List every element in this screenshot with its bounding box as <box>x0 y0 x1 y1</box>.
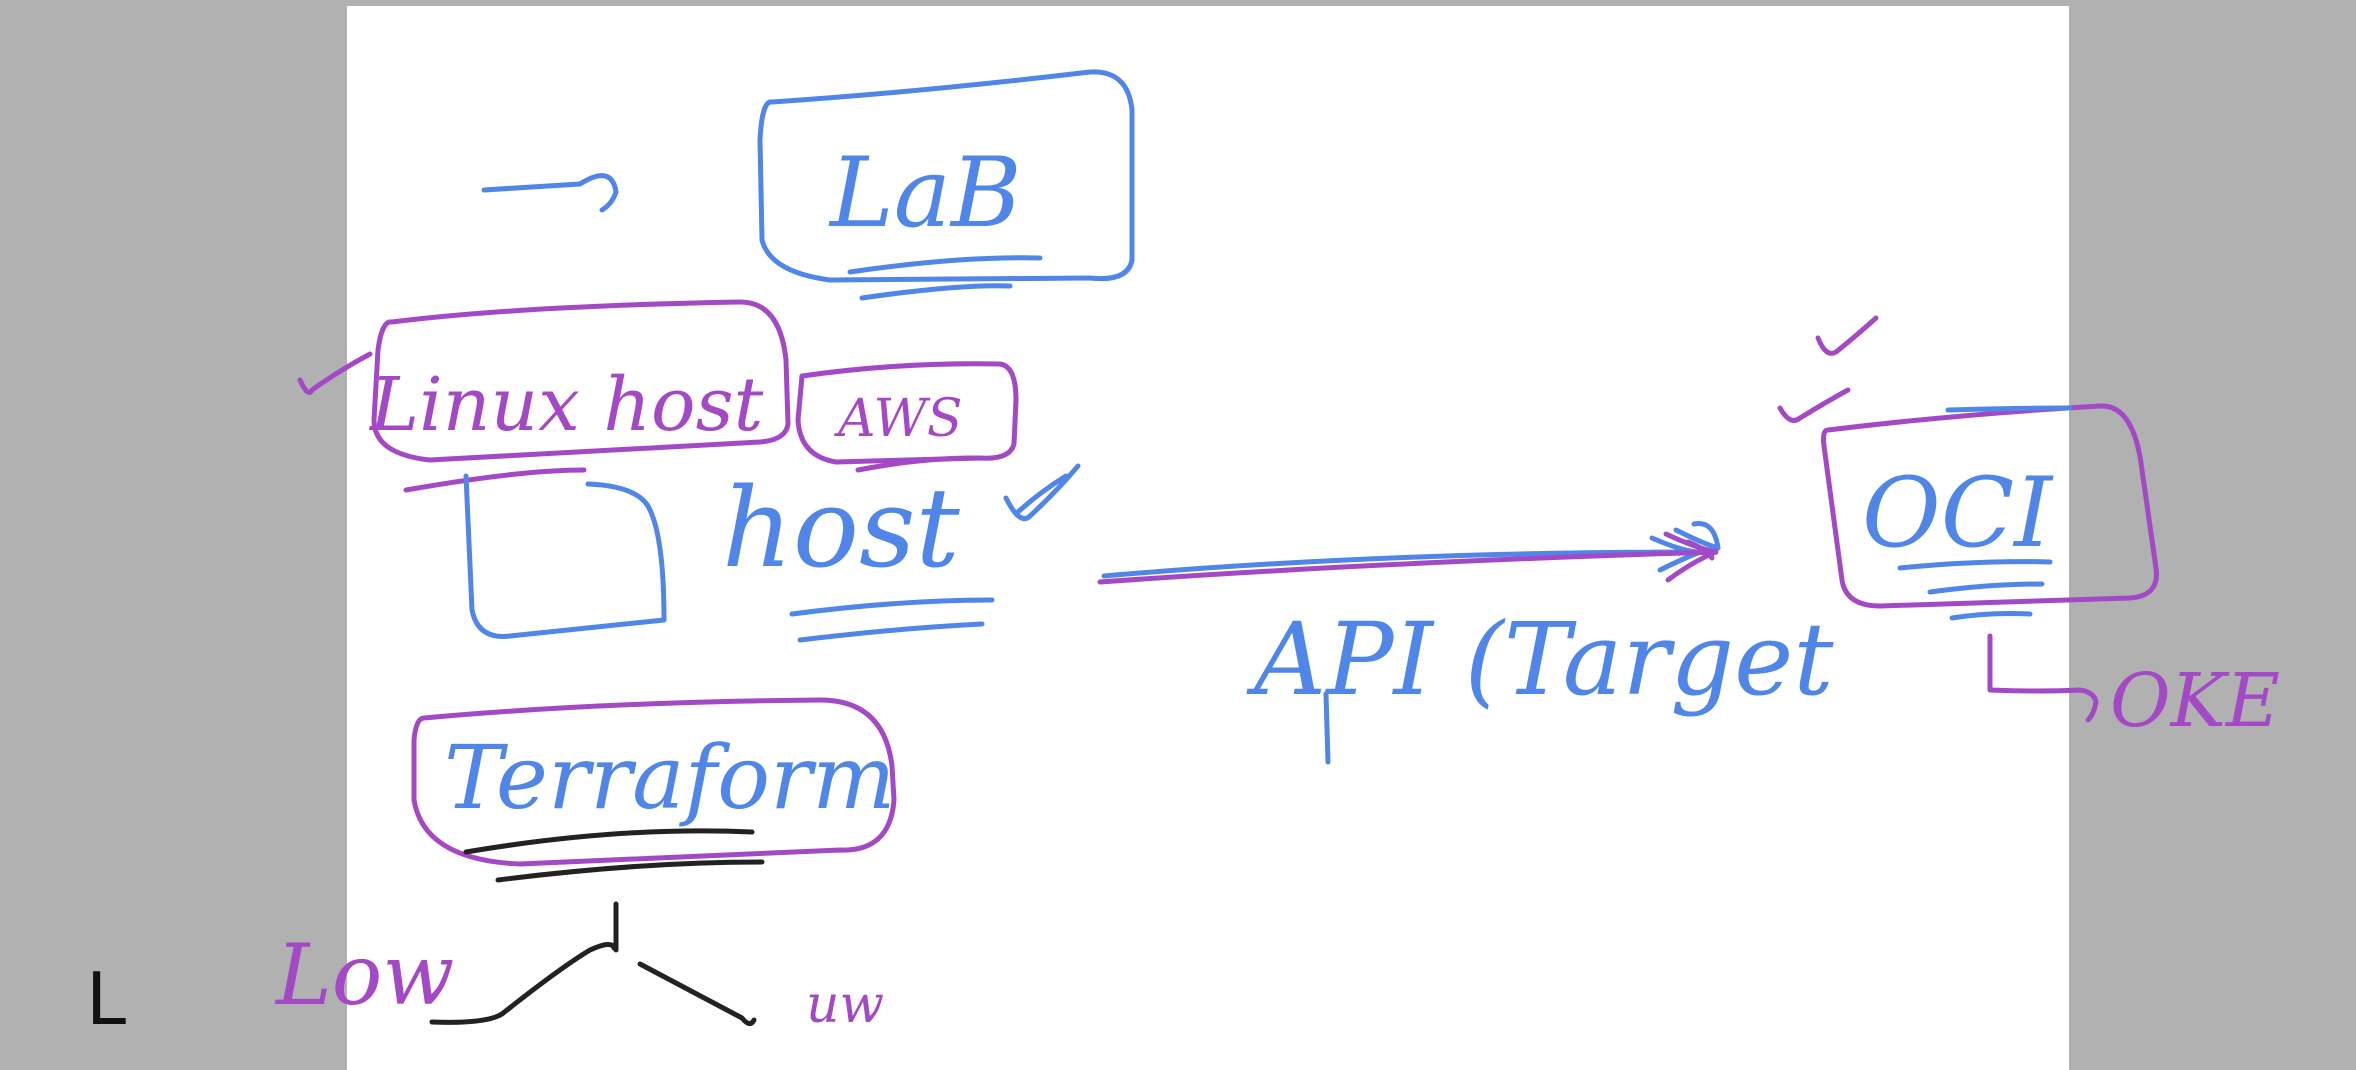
corner-l-mark: L <box>86 957 126 1041</box>
host-square <box>463 473 667 639</box>
linux-host-check <box>297 351 373 395</box>
linux-host-label: Linux host <box>368 362 764 448</box>
terraform-box <box>411 697 897 867</box>
aws-host-check <box>1003 463 1081 522</box>
aws-label: AWS <box>834 389 963 449</box>
api-target-label: API (Target <box>1246 601 1834 718</box>
host-label: host <box>722 464 961 592</box>
terraform-label: Terraform <box>444 726 896 829</box>
host-underline <box>789 597 995 643</box>
linux-host-box <box>371 299 791 463</box>
lab-label: LaB <box>828 137 1022 249</box>
api-tick <box>1323 691 1331 765</box>
terraform-underline <box>463 828 765 883</box>
aws-underline <box>855 455 979 473</box>
pointer-arrow-stroke <box>481 173 619 213</box>
oci-check-upper <box>1815 315 1879 356</box>
api-arrow-blue <box>1101 521 1721 579</box>
oci-label: OCI <box>1862 457 2054 569</box>
up-label: uw <box>806 975 884 1035</box>
oci-check-lower <box>1777 387 1851 423</box>
lab-underline <box>847 255 1043 301</box>
linux-host-underline <box>403 467 587 493</box>
oci-inner-strokes <box>1897 405 2073 621</box>
api-arrow-purple <box>1097 531 1719 585</box>
whiteboard-canvas[interactable] <box>347 6 2069 1070</box>
oci-box <box>1821 403 2159 609</box>
aws-box <box>795 361 1019 465</box>
lab-box <box>757 69 1135 283</box>
low-label: Low <box>274 926 454 1024</box>
oke-connector <box>1987 633 2099 723</box>
bell-curve <box>429 901 757 1026</box>
oke-label: OKE <box>2110 658 2280 744</box>
